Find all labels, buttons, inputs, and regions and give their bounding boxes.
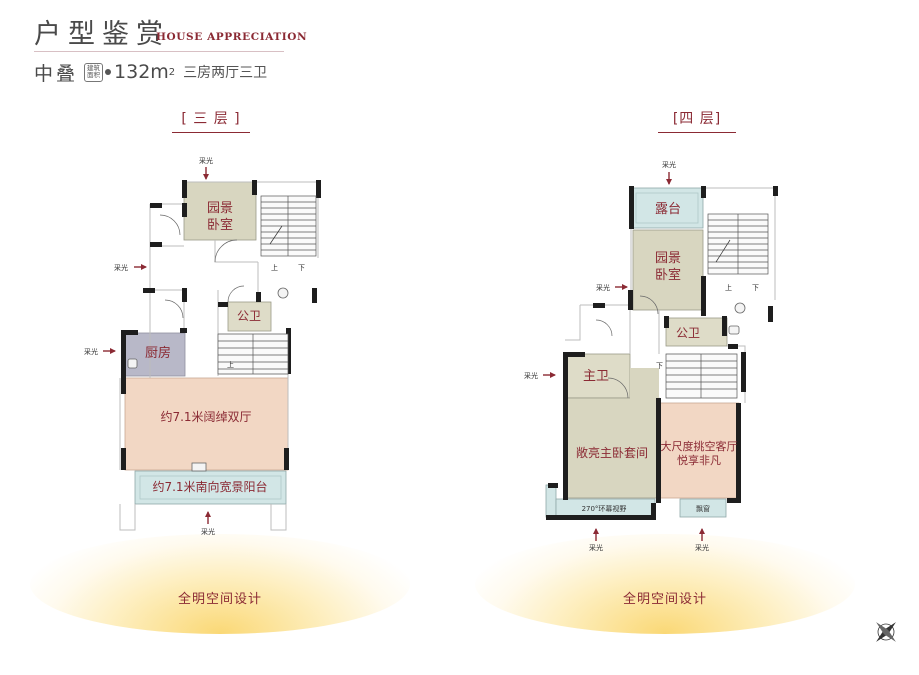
floor3-balcony — [134, 470, 287, 505]
floor3-light-label-bottom: 采光 — [201, 527, 215, 536]
floor3-label-public-bath: 公卫 — [237, 309, 261, 323]
floor3-tag-text: [ 三 层 ] — [181, 111, 241, 127]
unit-type: 中叠 — [34, 62, 79, 85]
floor4-master-bath — [564, 353, 631, 399]
floor4-room-fills — [545, 187, 740, 518]
floor4-label-view: 270°环幕视野 — [582, 504, 627, 513]
floor4-stair-down: 下 — [752, 284, 759, 292]
floor4-bay-window — [679, 498, 727, 518]
floor4-label-void-living-2: 悦享非凡 — [677, 453, 721, 467]
compass-icon — [876, 622, 896, 642]
title-divider — [34, 51, 284, 52]
floor3-wall-segments — [121, 180, 321, 470]
floor4-wall-segments — [546, 186, 778, 520]
floor3-tag-underline — [172, 132, 250, 133]
floor3-light-label-kitchen: 采光 — [84, 347, 98, 356]
floor4-label-terrace: 露台 — [655, 202, 681, 217]
floor4-light-label-top: 采光 — [662, 160, 676, 169]
floor4-labels: 露台 园景 卧室 公卫 主卫 敞亮主卧套间 大尺度挑空客厅 悦享非凡 270°环… — [524, 160, 759, 552]
floor3-stairs — [217, 195, 317, 375]
floor4-door-swings — [595, 295, 659, 399]
floor3-stair-down: 下 — [298, 264, 305, 272]
floor4-label-master-bath: 主卫 — [583, 369, 609, 384]
floor3-public-bath — [227, 301, 272, 332]
floor3-fixtures — [127, 287, 289, 472]
area-label: 建筑 面积 — [84, 62, 104, 82]
floor3-label-balcony: 约7.1米南向宽景阳台 — [152, 479, 267, 494]
floor3-label-kitchen: 厨房 — [145, 345, 171, 361]
floor4-light-label-bottom-left: 采光 — [589, 543, 603, 552]
floor3-door-swings — [159, 214, 245, 319]
floor4-stair-down-lower: 下 — [656, 362, 663, 370]
floor3-stair-up: 上 — [271, 263, 278, 272]
page-title-en: HOUSE APPRECIATION — [156, 31, 308, 43]
floor4-stairs — [665, 213, 769, 399]
floor3-labels: 园景 卧室 公卫 厨房 约7.1米阔绰双厅 约7.1米南向宽景阳台 采光 采光 … — [84, 156, 305, 536]
layout-description: 三房两厅三卫 — [183, 65, 268, 81]
floor4-light-label-bottom-right: 采光 — [695, 543, 709, 552]
floor3-living-room — [124, 377, 289, 471]
page-title: 户型鉴赏 — [34, 19, 170, 50]
floor3-tag: [ 三 层 ] — [172, 108, 250, 133]
floor3-label-garden-bedroom-2: 卧室 — [207, 217, 233, 233]
floor3-footer-glow — [30, 534, 410, 634]
floor4-footer-glow — [475, 534, 855, 634]
light-arrows — [103, 167, 705, 541]
floor3-light-label-top: 采光 — [199, 156, 213, 165]
floor3-plan — [119, 180, 321, 531]
area-label-line2: 面积 — [87, 71, 101, 79]
floor3-stair-up-lower: 上 — [227, 360, 234, 369]
floor4-label-void-living-1: 大尺度挑空客厅 — [661, 439, 738, 453]
floor4-void-living — [658, 402, 740, 499]
floor4-footer: 全明空间设计 — [622, 592, 707, 607]
floor4-label-master-suite: 敞亮主卧套间 — [576, 445, 648, 460]
floor4-tag: [四 层] — [658, 108, 736, 133]
floor3-light-label-left: 采光 — [114, 263, 128, 272]
floor4-light-label-master: 采光 — [524, 371, 538, 380]
floor3-balcony-rail — [139, 475, 282, 500]
floor3-label-living-room: 约7.1米阔绰双厅 — [160, 409, 251, 424]
floor4-master-suite — [564, 397, 660, 499]
floor3-garden-bedroom — [183, 181, 257, 241]
floor4-label-garden-bedroom-2: 卧室 — [655, 267, 681, 283]
floor4-terrace — [630, 187, 704, 229]
floor3-label-garden-bedroom-1: 园景 — [207, 201, 233, 216]
floor4-stair-up: 上 — [725, 283, 732, 292]
floor4-plan — [545, 186, 778, 520]
area-value: 132m — [114, 61, 169, 83]
floor4-label-bay-window: 飘窗 — [696, 504, 710, 513]
floor4-light-label-left: 采光 — [596, 283, 610, 292]
area-unit-sup: 2 — [168, 66, 176, 78]
floor4-tag-text: [四 层] — [672, 111, 722, 127]
floor4-tag-underline — [658, 132, 736, 133]
floor4-label-public-bath: 公卫 — [676, 326, 700, 340]
floor3-footer: 全明空间设计 — [177, 592, 262, 607]
floor4-public-bath — [665, 317, 728, 347]
bullet-icon — [105, 69, 112, 75]
floor4-fixtures — [728, 302, 746, 335]
area-label-line1: 建筑 — [87, 63, 101, 72]
floor4-label-garden-bedroom-1: 园景 — [655, 251, 681, 266]
floor3-room-fills — [124, 181, 289, 505]
